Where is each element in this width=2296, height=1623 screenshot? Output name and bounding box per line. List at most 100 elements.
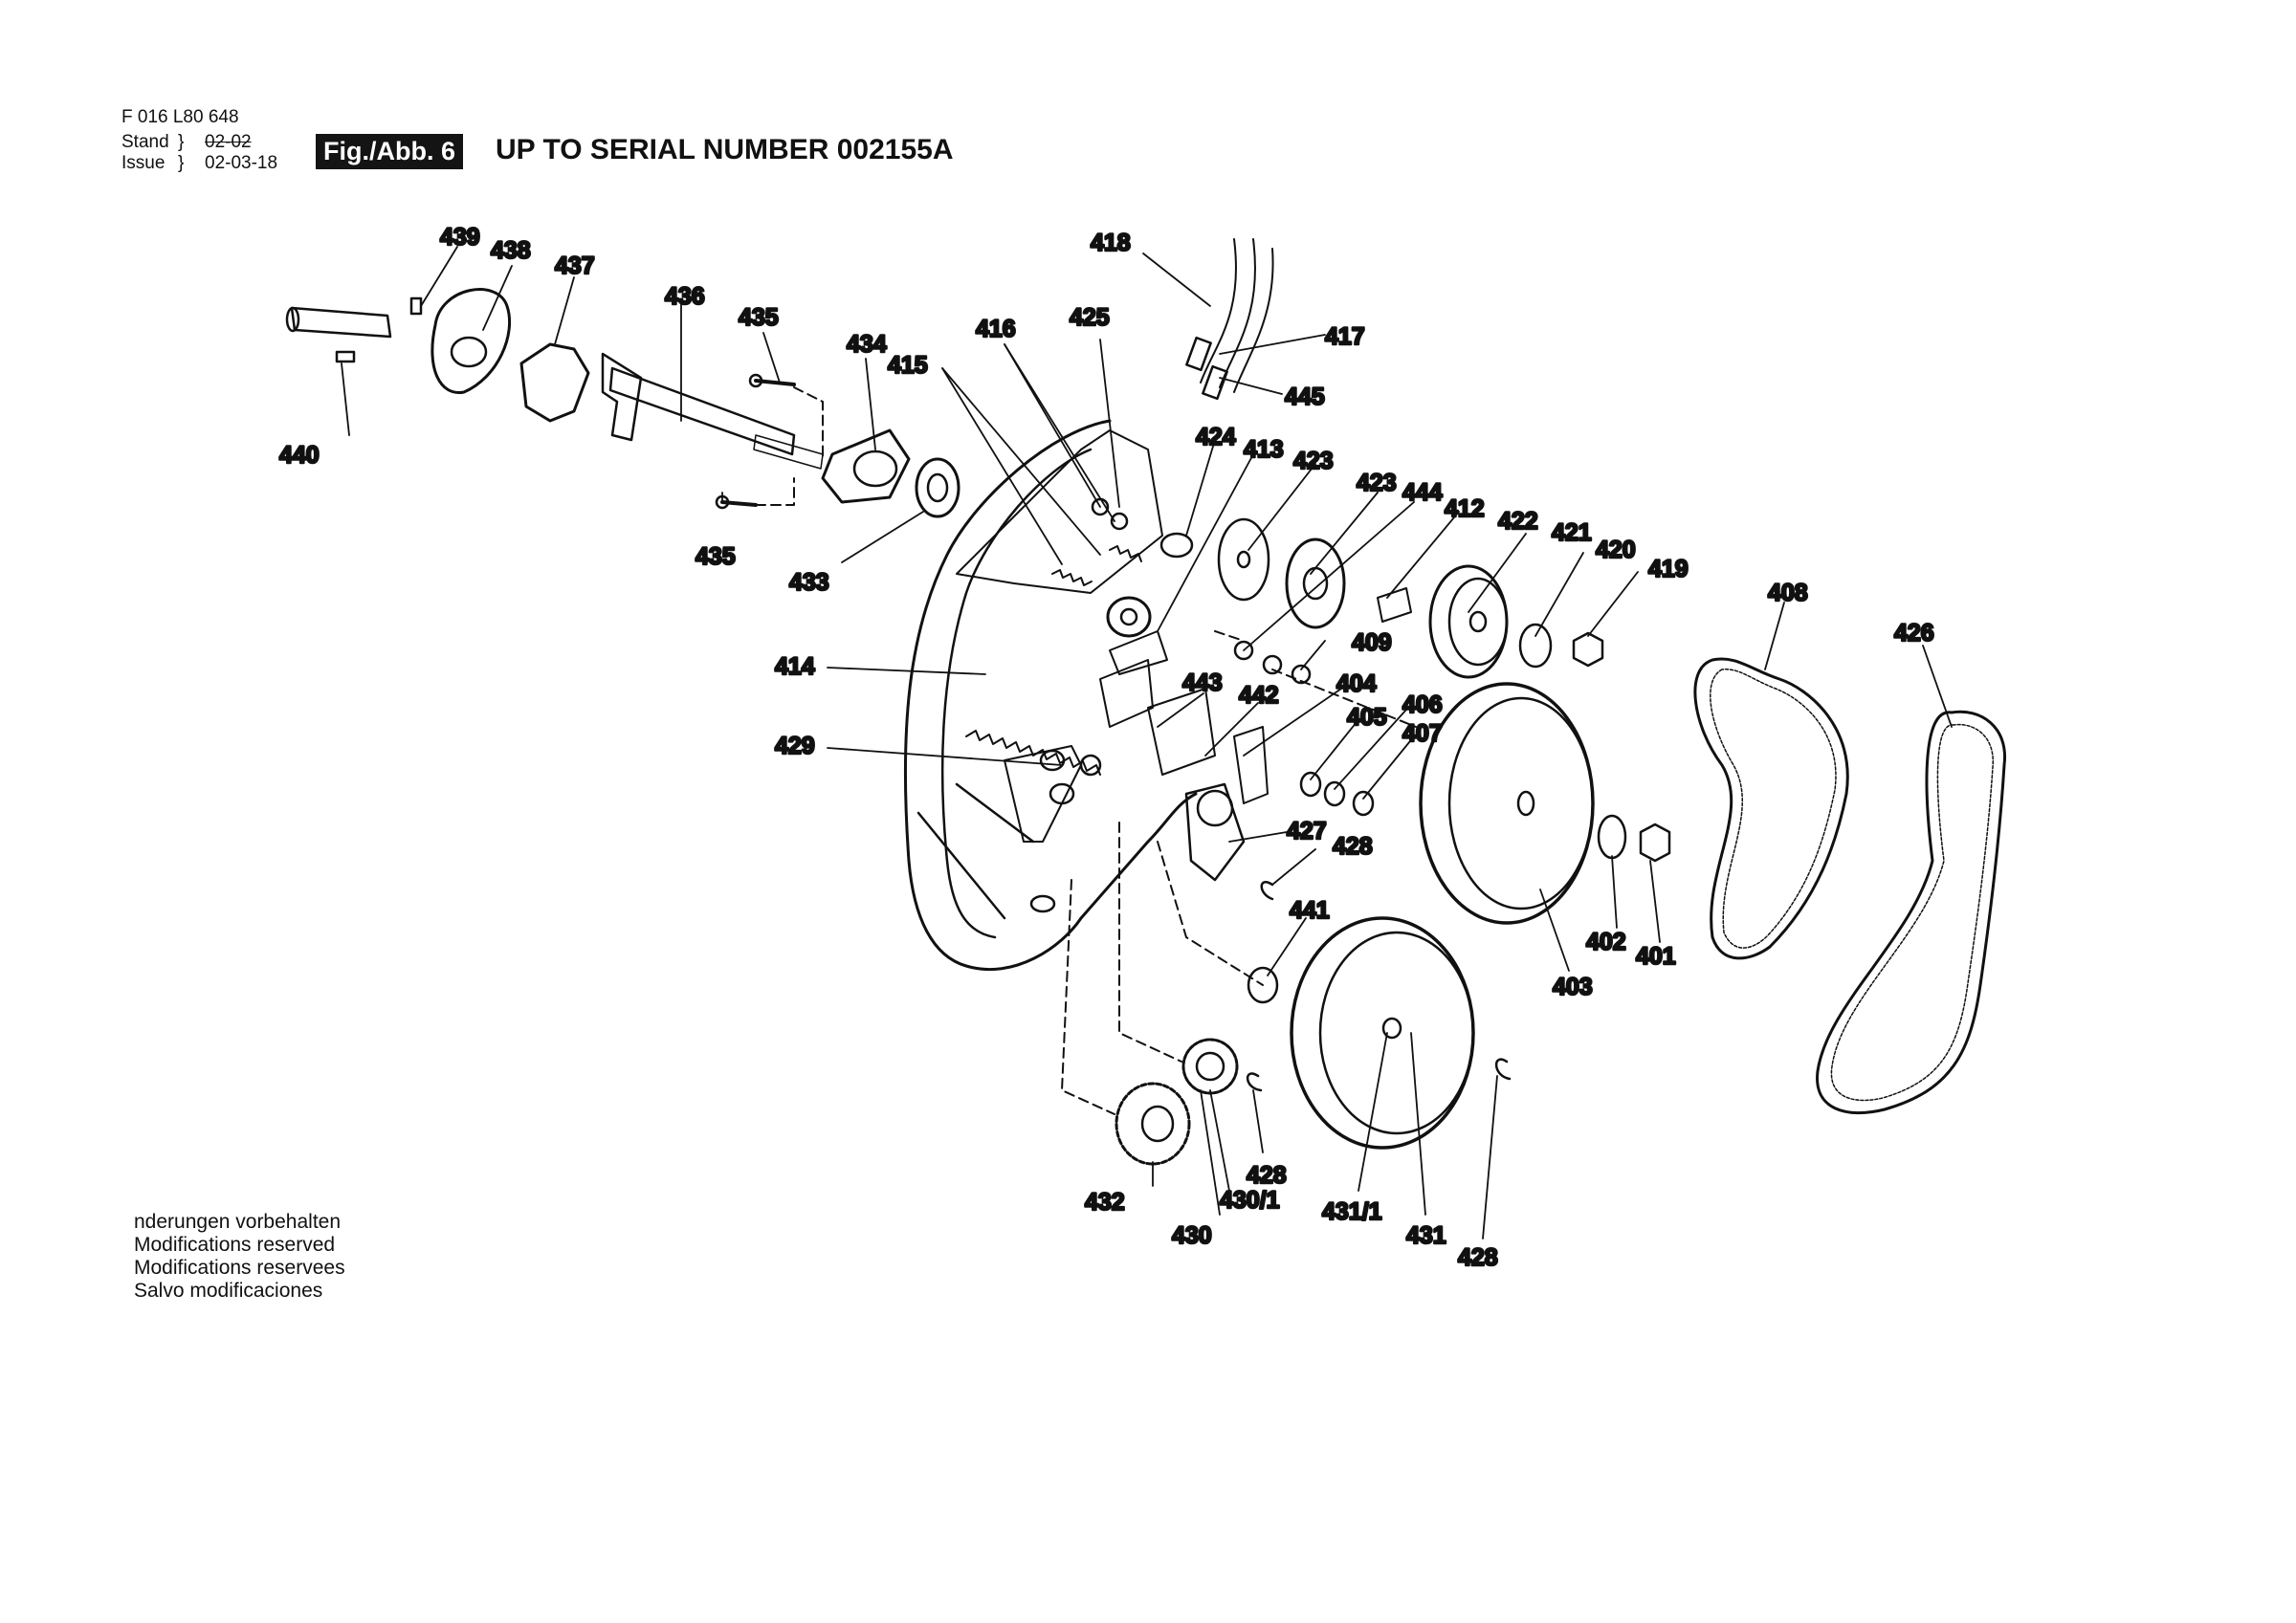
leader-line [1764,602,1785,670]
stud-bolt [1029,894,1056,913]
callout-426: 426 [1894,620,1934,647]
spring-415b [1109,545,1142,562]
ball-bearing [915,457,960,518]
callout-407: 407 [1402,720,1443,747]
leader-line [1649,860,1661,943]
callout-418: 418 [1091,230,1131,256]
nut-401 [1639,822,1671,863]
gear-430 [1181,1038,1239,1095]
housing-frame [903,419,1198,972]
nut-409 [1291,664,1312,685]
leader-line [1142,252,1211,307]
callout-439: 439 [440,224,480,251]
gear-430-hub [1195,1051,1225,1082]
leader-line [1310,721,1358,780]
leader-line [1243,686,1345,757]
double-pulley-421-groove [1447,577,1509,667]
leader-line [1611,855,1618,929]
callout-432: 432 [1085,1189,1125,1216]
callout-427: 427 [1287,818,1327,844]
leader-line [1185,439,1216,537]
callout-441: 441 [1290,897,1330,924]
leader-line [865,358,876,450]
leader-line [1271,848,1316,886]
ball-bearing-bore [926,472,949,503]
callout-415: 415 [888,352,928,379]
leader-line [1587,571,1639,637]
washer-441 [1247,966,1279,1004]
leader-line [827,747,1063,766]
leader-line [1386,511,1460,599]
brace-top: } [178,132,185,152]
issue-label: Issue [121,153,166,173]
callout-416: 416 [976,316,1016,342]
washer-402 [1597,814,1627,860]
key [335,350,356,363]
assembly-line [1214,630,1245,642]
pin [409,296,423,316]
control-cable [1200,238,1237,384]
assembly-line [1271,669,1417,728]
washer-423 [1217,517,1270,602]
figure-badge: Fig./Abb. 6 [316,134,463,169]
large-pulley-431 [1290,916,1475,1150]
leader-line [1310,492,1379,575]
callout-438: 438 [491,237,531,264]
leader-line [1209,1089,1230,1192]
large-pulley-403-hub [1516,790,1535,817]
leader-line [1267,917,1307,976]
callout-435: 435 [739,304,779,331]
circlip-428c [1246,1072,1263,1092]
washer-405 [1299,771,1322,798]
housing-edge [916,811,1006,920]
control-cable [1233,248,1274,393]
spring-415 [1051,569,1093,586]
bushing-429 [1079,754,1102,777]
callout-428c: 428 [1458,1244,1498,1271]
leader-line [1300,640,1326,670]
leader-line [841,511,924,563]
stand-row: Stand [121,132,169,153]
callout-431-1: 431/1 [1322,1198,1382,1225]
figure-title: UP TO SERIAL NUMBER 002155A [496,134,954,165]
gear-432-hub [1140,1105,1175,1143]
arm-bracket-443 [1099,659,1154,728]
callout-406: 406 [1402,691,1443,718]
leader-line [1157,453,1254,632]
callout-414: 414 [775,653,815,680]
nut-407 [1352,790,1375,817]
callout-423b: 423 [1357,470,1397,496]
stand-label: Stand [121,132,169,152]
arm-bracket-442 [1147,688,1216,776]
washer-406 [1323,780,1346,807]
leader-line [1358,1032,1388,1192]
leader-line [1204,702,1259,757]
cable-end [1202,364,1228,401]
bearing-flange [821,428,911,504]
callout-445: 445 [1285,384,1325,410]
callout-428: 428 [1333,833,1373,860]
leader-line [1539,888,1570,972]
callout-444: 444 [1402,479,1443,506]
assembly-line [793,386,824,460]
callout-429: 429 [775,733,815,759]
idler-pulley-413 [1106,596,1152,638]
leader-line [1468,533,1527,613]
leader-line [1099,339,1120,508]
roller-429 [1039,749,1066,772]
rubber-spider [519,342,590,423]
callout-417: 417 [1325,323,1365,350]
callout-402: 402 [1586,929,1626,955]
circlip-428b [1494,1058,1512,1081]
belt-426-inner [1830,723,1994,1102]
modification-notice: nderungen vorbehalten Modifications rese… [134,1211,345,1303]
coupling-sleeve-end [285,306,300,333]
callout-433: 433 [789,569,829,596]
callout-428b: 428 [1247,1162,1287,1189]
double-pulley-421 [1428,564,1509,679]
double-pulley-421-hub [1468,610,1488,633]
stand-value: 02-02 [205,132,252,152]
leader-line [1410,1032,1426,1216]
callout-435b: 435 [695,543,736,570]
